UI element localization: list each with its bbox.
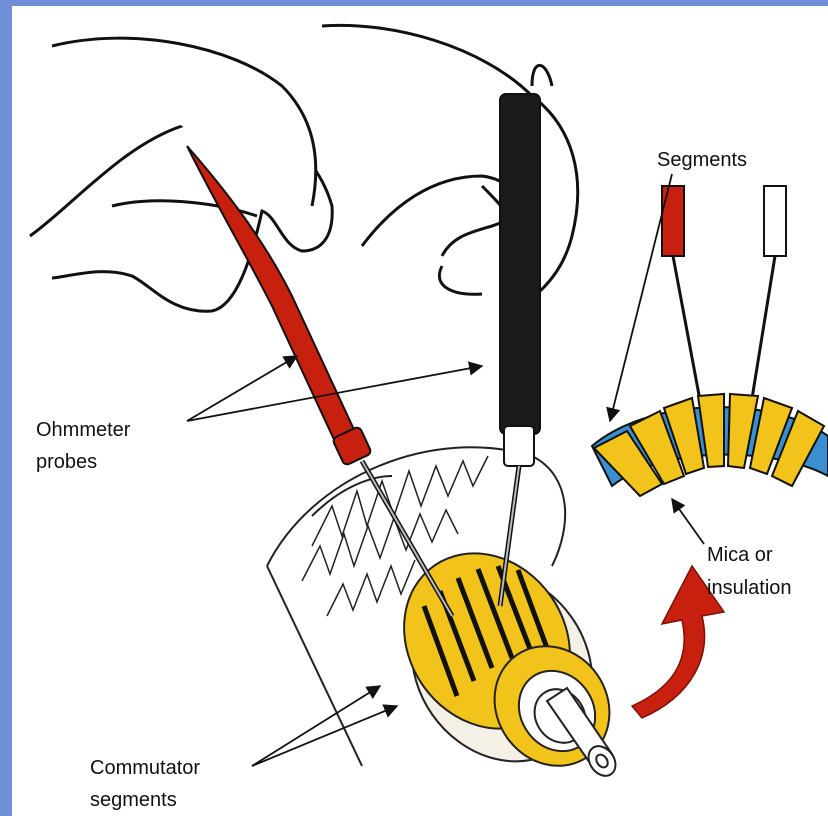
- diagram-frame: Ohmmeter probes Commutator segments Segm…: [12, 6, 828, 816]
- left-hand: [30, 38, 332, 311]
- commutator: [370, 521, 632, 797]
- mica-label-line2: insulation: [707, 577, 792, 599]
- mica-label-line1: Mica or: [707, 544, 773, 566]
- ohmmeter-label-line2: probes: [36, 451, 97, 473]
- commutator-label-line1: Commutator: [90, 757, 200, 779]
- commutator-test-diagram: Ohmmeter probes Commutator segments Segm…: [12, 6, 828, 816]
- inset-segment-blocks: [594, 394, 824, 496]
- ohmmeter-label-line1: Ohmmeter: [36, 419, 131, 441]
- commutator-label-line2: segments: [90, 789, 177, 811]
- segments-inset: [592, 186, 828, 496]
- segments-label: Segments: [657, 149, 747, 171]
